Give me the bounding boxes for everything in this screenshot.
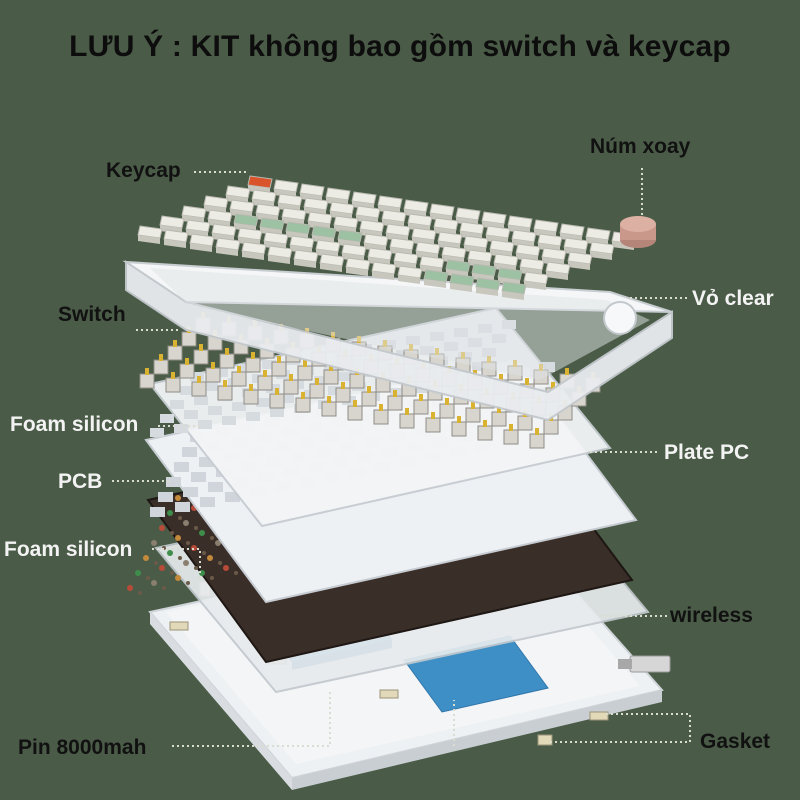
keycap (393, 251, 419, 270)
switch (271, 356, 287, 377)
switch (257, 370, 273, 391)
keycap (397, 265, 423, 284)
switch (217, 380, 233, 401)
switch (439, 398, 455, 419)
switch (321, 396, 337, 417)
keycap (137, 225, 163, 244)
switch (193, 344, 209, 365)
switch (295, 392, 311, 413)
keycap (215, 237, 241, 256)
label-foam-silicon-bottom: Foam silicon (4, 538, 133, 561)
page-title: LƯU Ý : KIT không bao gồm switch và keyc… (69, 30, 731, 63)
keycap (293, 249, 319, 268)
keycap (189, 233, 215, 252)
clear-case (122, 260, 673, 422)
switch (323, 364, 339, 385)
keycap (475, 277, 501, 296)
leader-lines (112, 168, 691, 747)
switch (465, 402, 481, 423)
label-wireless: wireless (670, 604, 753, 627)
switch (205, 362, 221, 383)
keycap (281, 207, 307, 226)
switch (335, 382, 351, 403)
label-plate-pc: Plate PC (664, 441, 750, 464)
switch (399, 408, 415, 429)
keycap (273, 179, 299, 198)
switch (451, 416, 467, 437)
switch (269, 388, 285, 409)
keycap (241, 241, 267, 260)
switch (219, 348, 235, 369)
keycap (319, 253, 345, 272)
switch (165, 372, 181, 393)
switch (387, 390, 403, 411)
switch (309, 378, 325, 399)
keycap-set (137, 175, 637, 300)
switch (347, 400, 363, 421)
keycap (449, 273, 475, 292)
switch (231, 366, 247, 387)
switch (245, 352, 261, 373)
keycap (589, 241, 615, 260)
switch (297, 360, 313, 381)
wireless-receiver-icon (618, 655, 671, 673)
switch (413, 394, 429, 415)
keycap (345, 257, 371, 276)
keycap (567, 251, 593, 270)
keycap (415, 241, 441, 260)
label-foam-silicon-top: Foam silicon (10, 413, 139, 436)
label-pin: Pin 8000mah (18, 736, 147, 759)
switch (153, 354, 169, 375)
keycap (423, 269, 449, 288)
switch (373, 404, 389, 425)
label-num-xoay: Núm xoay (590, 135, 691, 158)
label-pcb: PCB (58, 470, 103, 493)
keycap (523, 271, 549, 290)
switch (191, 376, 207, 397)
keycap (163, 229, 189, 248)
switch (283, 374, 299, 395)
knob-icon (620, 216, 656, 248)
switch (167, 340, 183, 361)
switch (361, 386, 377, 407)
label-vo-clear: Vỏ clear (692, 287, 774, 310)
switch (139, 368, 155, 389)
switch (503, 424, 519, 445)
keycap (267, 245, 293, 264)
switch (477, 420, 493, 441)
label-keycap: Keycap (106, 159, 181, 182)
switch (529, 428, 545, 449)
switch (243, 384, 259, 405)
keycap (371, 261, 397, 280)
switch (491, 406, 507, 427)
label-switch: Switch (58, 303, 126, 326)
switch (179, 358, 195, 379)
keycap (545, 261, 571, 280)
keycap (501, 281, 527, 300)
switch (425, 412, 441, 433)
label-gasket: Gasket (700, 730, 771, 753)
